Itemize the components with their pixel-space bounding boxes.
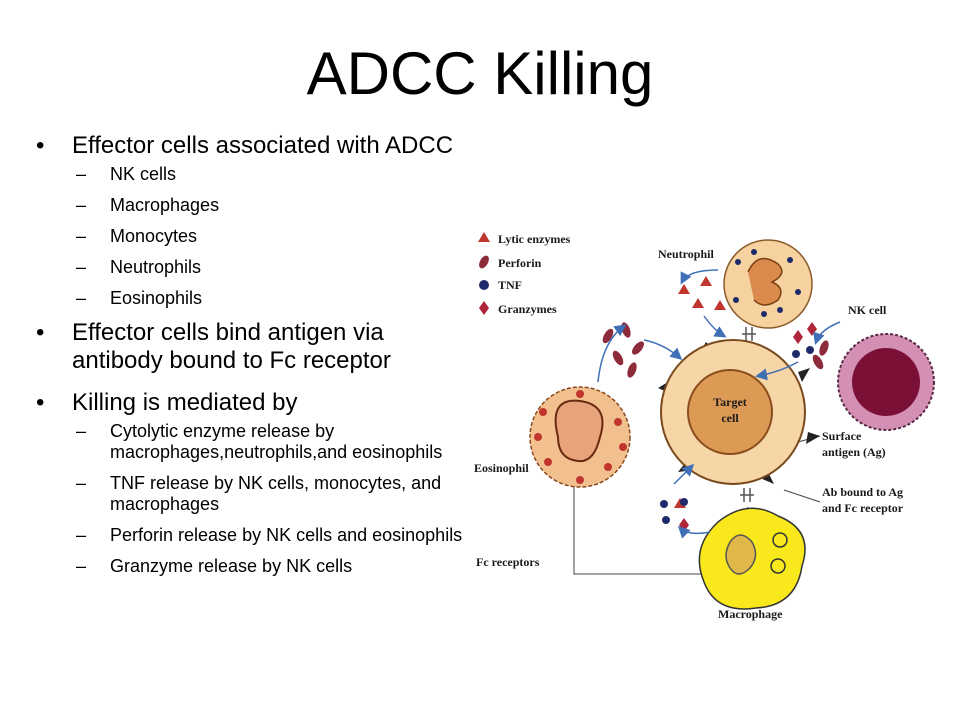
sub-bullet: Neutrophils — [72, 257, 466, 278]
target-cell: Target cell — [658, 339, 820, 485]
sub-bullet: Cytolytic enzyme release by macrophages,… — [72, 421, 466, 463]
bullet-effector-cells: Effector cells associated with ADCC NK c… — [36, 132, 466, 309]
fc-receptors-label: Fc receptors — [476, 555, 540, 569]
legend-lytic: Lytic enzymes — [498, 232, 571, 246]
lytic-enzyme-icon — [478, 232, 490, 242]
sub-bullet-list: NK cells Macrophages Monocytes Neutrophi… — [72, 164, 466, 309]
adcc-diagram: Lytic enzymes Perforin TNF Granzymes — [474, 232, 935, 621]
sub-bullet: Perforin release by NK cells and eosinop… — [72, 525, 466, 546]
target-label-2: cell — [721, 411, 739, 425]
eosinophil: Eosinophil — [474, 386, 631, 488]
bullet-text: Effector cells associated with ADCC — [72, 132, 454, 159]
ab-bound-label-1: Ab bound to Ag — [822, 485, 903, 499]
perforin-icon — [479, 255, 489, 269]
tnf-icon — [479, 280, 489, 290]
macrophage-label: Macrophage — [718, 607, 783, 621]
slide-title: ADCC Killing — [306, 40, 654, 107]
surface-antigen-label-2: antigen (Ag) — [822, 445, 886, 459]
sub-bullet: Macrophages — [72, 195, 466, 216]
neutrophil: Neutrophil — [658, 239, 813, 341]
sub-bullet: Granzyme release by NK cells — [72, 556, 466, 577]
legend-granzymes: Granzymes — [498, 302, 557, 316]
sub-bullet: Eosinophils — [72, 288, 466, 309]
nk-cell: NK cell — [837, 303, 935, 431]
legend-tnf: TNF — [498, 278, 522, 292]
sub-bullet: TNF release by NK cells, monocytes, and … — [72, 473, 466, 515]
eosinophil-label: Eosinophil — [474, 461, 529, 475]
bullet-list: Effector cells associated with ADCC NK c… — [36, 126, 466, 587]
nk-cell-label: NK cell — [848, 303, 887, 317]
sub-bullet: Monocytes — [72, 226, 466, 247]
bullet-text: Killing is mediated by — [72, 389, 298, 416]
sub-bullet: NK cells — [72, 164, 466, 185]
bullet-text: Effector cells bind antigen via antibody… — [72, 319, 391, 374]
bullet-bind-antigen: Effector cells bind antigen via antibody… — [36, 319, 466, 375]
macrophage: Macrophage — [698, 488, 806, 621]
target-label-1: Target — [713, 395, 747, 409]
neutrophil-label: Neutrophil — [658, 247, 714, 261]
ab-bound-label-2: and Fc receptor — [822, 501, 904, 515]
sub-bullet-list: Cytolytic enzyme release by macrophages,… — [72, 421, 466, 577]
legend-perforin: Perforin — [498, 256, 542, 270]
legend: Lytic enzymes Perforin TNF Granzymes — [478, 232, 571, 316]
release-arrows — [597, 269, 841, 539]
surface-antigen-label-1: Surface — [822, 429, 862, 443]
bullet-killing-mediated: Killing is mediated by Cytolytic enzyme … — [36, 389, 466, 577]
granzyme-icon — [479, 301, 489, 315]
